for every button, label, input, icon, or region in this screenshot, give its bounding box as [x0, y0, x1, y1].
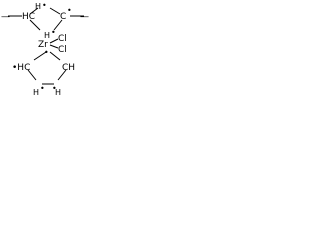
top-h-bottom-dot: •: [51, 28, 56, 37]
bottom-ring-right: [57, 69, 67, 81]
top-ring-top-bond: [49, 7, 61, 15]
zr-cl-bonds: [49, 38, 59, 49]
zr-cl-bottom-bond: [49, 44, 59, 49]
zirconium-label: Zr: [38, 40, 48, 50]
top-h-top-left-label: H: [35, 2, 41, 11]
bottom-ring-top-right: [49, 51, 61, 61]
molecule-svg: — HC H • C • — H • Zr Cl Cl •HC CH • H •…: [1, 1, 89, 97]
bottom-h-bottom-right-label: H: [55, 88, 61, 97]
top-ring-lower-left: [29, 19, 41, 31]
top-ring-bonds: [8, 7, 84, 31]
bottom-ring-top-left: [33, 51, 47, 61]
zr-cl-top-bond: [49, 38, 59, 44]
top-c-right-dot: •: [67, 6, 72, 15]
top-methyl-right-label: —: [80, 12, 89, 22]
top-ch-left-label: HC: [22, 12, 35, 22]
bottom-ring-left: [27, 69, 37, 81]
bottom-ring-bonds: [27, 51, 67, 85]
bottom-hc-left-label: •HC: [12, 63, 30, 73]
bottom-h-bottom-left-label: H: [33, 88, 39, 97]
bottom-h-left-dot: •: [44, 48, 49, 57]
chloride-top-label: Cl: [58, 34, 67, 44]
top-ring-lower-right: [53, 19, 63, 31]
bottom-h-bottom-right-dot: •: [52, 84, 57, 93]
bottom-ch-right-label: CH: [62, 63, 75, 73]
bottom-h-bottom-left-dot: •: [40, 84, 45, 93]
structure-drawing: — HC H • C • — H • Zr Cl Cl •HC CH • H •…: [0, 0, 92, 100]
top-methyl-left-label: —: [1, 12, 10, 22]
top-h-top-left-dot: •: [42, 1, 47, 10]
top-ring-left-bond: [29, 7, 39, 15]
chloride-bottom-label: Cl: [58, 45, 67, 55]
top-c-right-label: C: [60, 12, 66, 22]
top-h-bottom-label: H: [44, 31, 50, 40]
